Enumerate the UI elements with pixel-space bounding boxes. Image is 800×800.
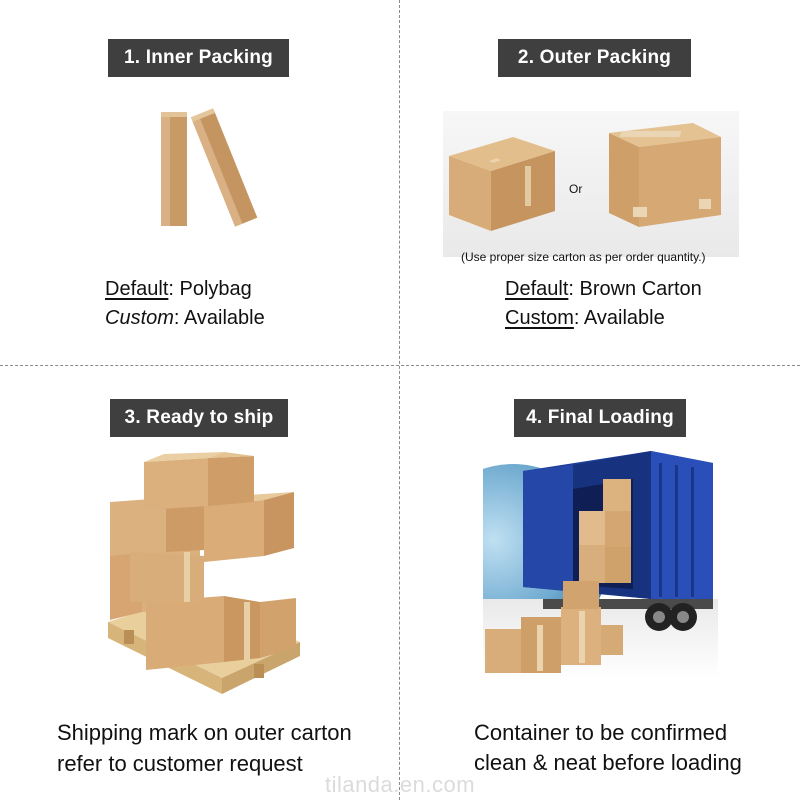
inner-default-line: Default: Polybag [105, 275, 252, 304]
outer-or-label: Or [569, 182, 583, 196]
inner-custom-key: Custom [105, 307, 174, 329]
outer-size-note: (Use proper size carton as per order qua… [461, 250, 706, 264]
pallet-image [108, 452, 300, 694]
inner-default-value: : Polybag [168, 278, 252, 300]
loading-caption-line1: Container to be confirmed [474, 720, 728, 745]
ready-caption-line1: Shipping mark on outer carton [57, 720, 352, 745]
outer-default-value: : Brown Carton [568, 278, 702, 300]
ready-caption-line2: refer to customer request [57, 751, 303, 776]
inner-custom-line: Custom: Available [105, 304, 265, 333]
outer-custom-value: : Available [573, 307, 665, 329]
outer-custom-line: Custom: Available [505, 304, 665, 333]
outer-default-line: Default: Brown Carton [505, 275, 702, 304]
horizontal-divider [0, 365, 800, 366]
outer-packing-image [443, 111, 739, 257]
inner-default-key: Default [105, 278, 169, 300]
final-loading-title: 4. Final Loading [514, 399, 686, 437]
inner-packing-image [161, 108, 258, 227]
container-truck-image [483, 449, 718, 679]
inner-packing-title: 1. Inner Packing [108, 39, 289, 77]
outer-custom-key: Custom [505, 307, 574, 329]
inner-custom-value: : Available [173, 307, 265, 329]
loading-caption-line2: clean & neat before loading [474, 750, 742, 775]
vertical-divider [399, 0, 400, 800]
outer-default-key: Default [505, 278, 569, 300]
watermark-text: tilanda.en.com [324, 772, 476, 797]
outer-packing-title: 2. Outer Packing [498, 39, 691, 77]
ready-to-ship-title: 3. Ready to ship [110, 399, 288, 437]
